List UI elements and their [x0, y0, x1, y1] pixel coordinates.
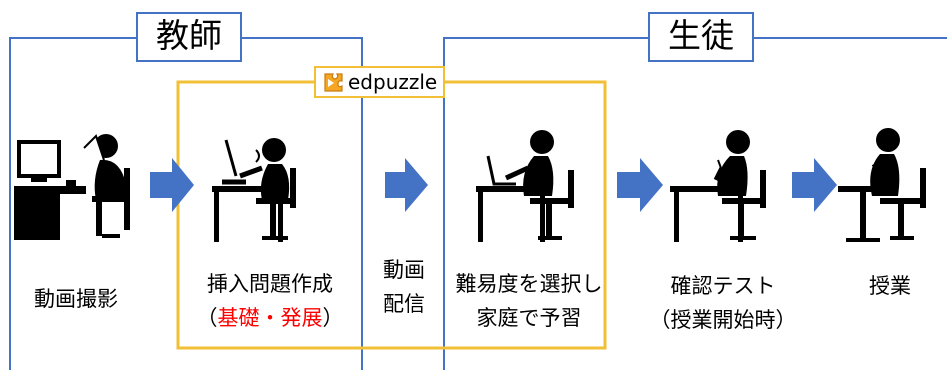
flow-arrow-3 — [617, 158, 663, 212]
step-create-sub: （基礎・発展） — [185, 302, 355, 334]
step-deliver-line2: 配信 — [383, 292, 425, 316]
step-create-label: 挿入問題作成 — [207, 272, 333, 296]
step-create-basic: 基礎 — [217, 306, 260, 330]
edpuzzle-logo-icon — [324, 73, 343, 92]
step-create-dot: ・ — [259, 306, 281, 330]
teacher-header: 教師 — [136, 12, 242, 62]
figure-test-icon — [670, 130, 766, 242]
student-header: 生徒 — [648, 12, 754, 62]
figure-creating-icon — [212, 138, 296, 242]
figure-laptop-icon — [476, 130, 574, 242]
step-class-label: 授業 — [869, 274, 911, 298]
edpuzzle-label: edpuzzle — [348, 70, 438, 94]
student-frame — [443, 37, 947, 370]
step-create-sub-close: ） — [322, 306, 344, 330]
figure-filming-icon — [14, 134, 130, 240]
step-filming-label: 動画撮影 — [34, 287, 118, 311]
step-test-sub: （授業開始時） — [649, 308, 797, 332]
step-preview-line1: 難易度を選択し — [455, 272, 603, 296]
step-create-advanced: 発展 — [280, 306, 323, 330]
step-create-sub-open: （ — [196, 306, 218, 330]
step-deliver-line1: 動画 — [383, 258, 425, 282]
flow-arrow-4 — [792, 158, 837, 212]
step-preview-line2: 家庭で予習 — [476, 306, 582, 330]
step-test-label: 確認テスト — [670, 274, 776, 298]
figure-class-icon — [838, 128, 926, 242]
flow-arrow-2 — [385, 158, 428, 212]
edpuzzle-badge: edpuzzle — [314, 66, 445, 98]
flow-arrow-1 — [150, 158, 194, 212]
